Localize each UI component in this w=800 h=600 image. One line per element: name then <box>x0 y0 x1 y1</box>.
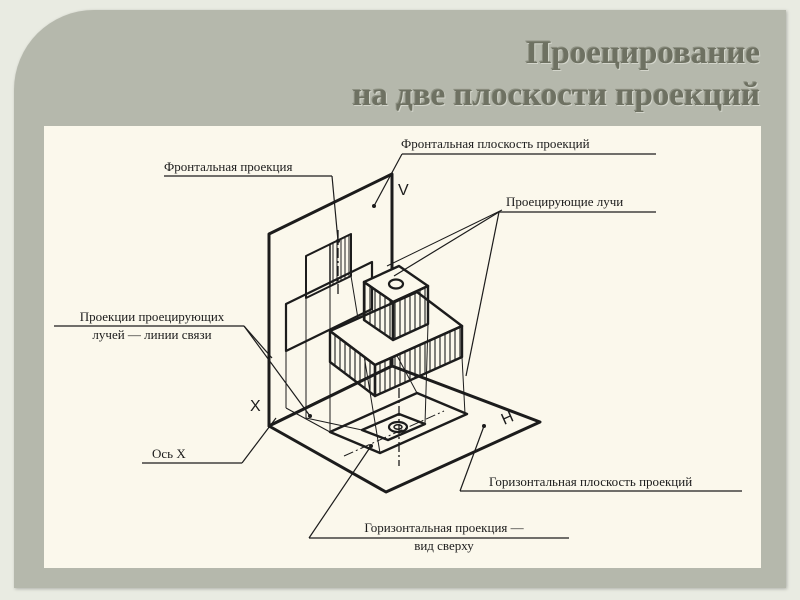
label-horizontal-projection-line1: Горизонтальная проекция — <box>364 520 524 535</box>
title-line-1: Проецирование <box>525 35 760 71</box>
object-cube-hole <box>387 278 405 290</box>
label-projecting-rays: Проецирующие лучи <box>506 194 624 209</box>
horizontal-projection-outline <box>328 391 469 455</box>
label-ray-projections-line2: лучей — линии связи <box>92 327 212 342</box>
leader-ray-projections-2 <box>243 325 273 359</box>
axis-letter-x: X <box>250 398 261 415</box>
leader-frontal-plane <box>373 153 403 207</box>
slide-title: Проецирование на две плоскости проекций <box>160 32 760 116</box>
leader-frontal-projection <box>331 175 339 242</box>
title-line-2: на две плоскости проекций <box>352 77 760 113</box>
label-horizontal-projection-line2: вид сверху <box>414 538 474 553</box>
plane-letter-v: V <box>398 182 409 199</box>
leader-horizontal-projection <box>308 445 372 539</box>
projection-diagram: Фронтальная плоскость проекций Фронтальн… <box>44 126 761 568</box>
leader-horizontal-plane <box>459 425 485 492</box>
diagram-drawing <box>54 153 742 539</box>
leader-projecting-rays-2 <box>465 211 500 377</box>
label-axis-x: Ось X <box>152 446 186 461</box>
label-frontal-plane: Фронтальная плоскость проекций <box>401 136 590 151</box>
leader-ray-projections-3 <box>243 325 311 417</box>
label-ray-projections-line1: Проекции проецирующих <box>79 309 225 324</box>
leader-projecting-rays-1 <box>393 211 500 277</box>
label-frontal-projection: Фронтальная проекция <box>164 159 293 174</box>
projecting-ray-2 <box>461 356 466 415</box>
projecting-ray-1 <box>386 209 503 267</box>
horizontal-plane-h <box>267 364 542 494</box>
label-horizontal-plane: Горизонтальная плоскость проекций <box>489 474 693 489</box>
